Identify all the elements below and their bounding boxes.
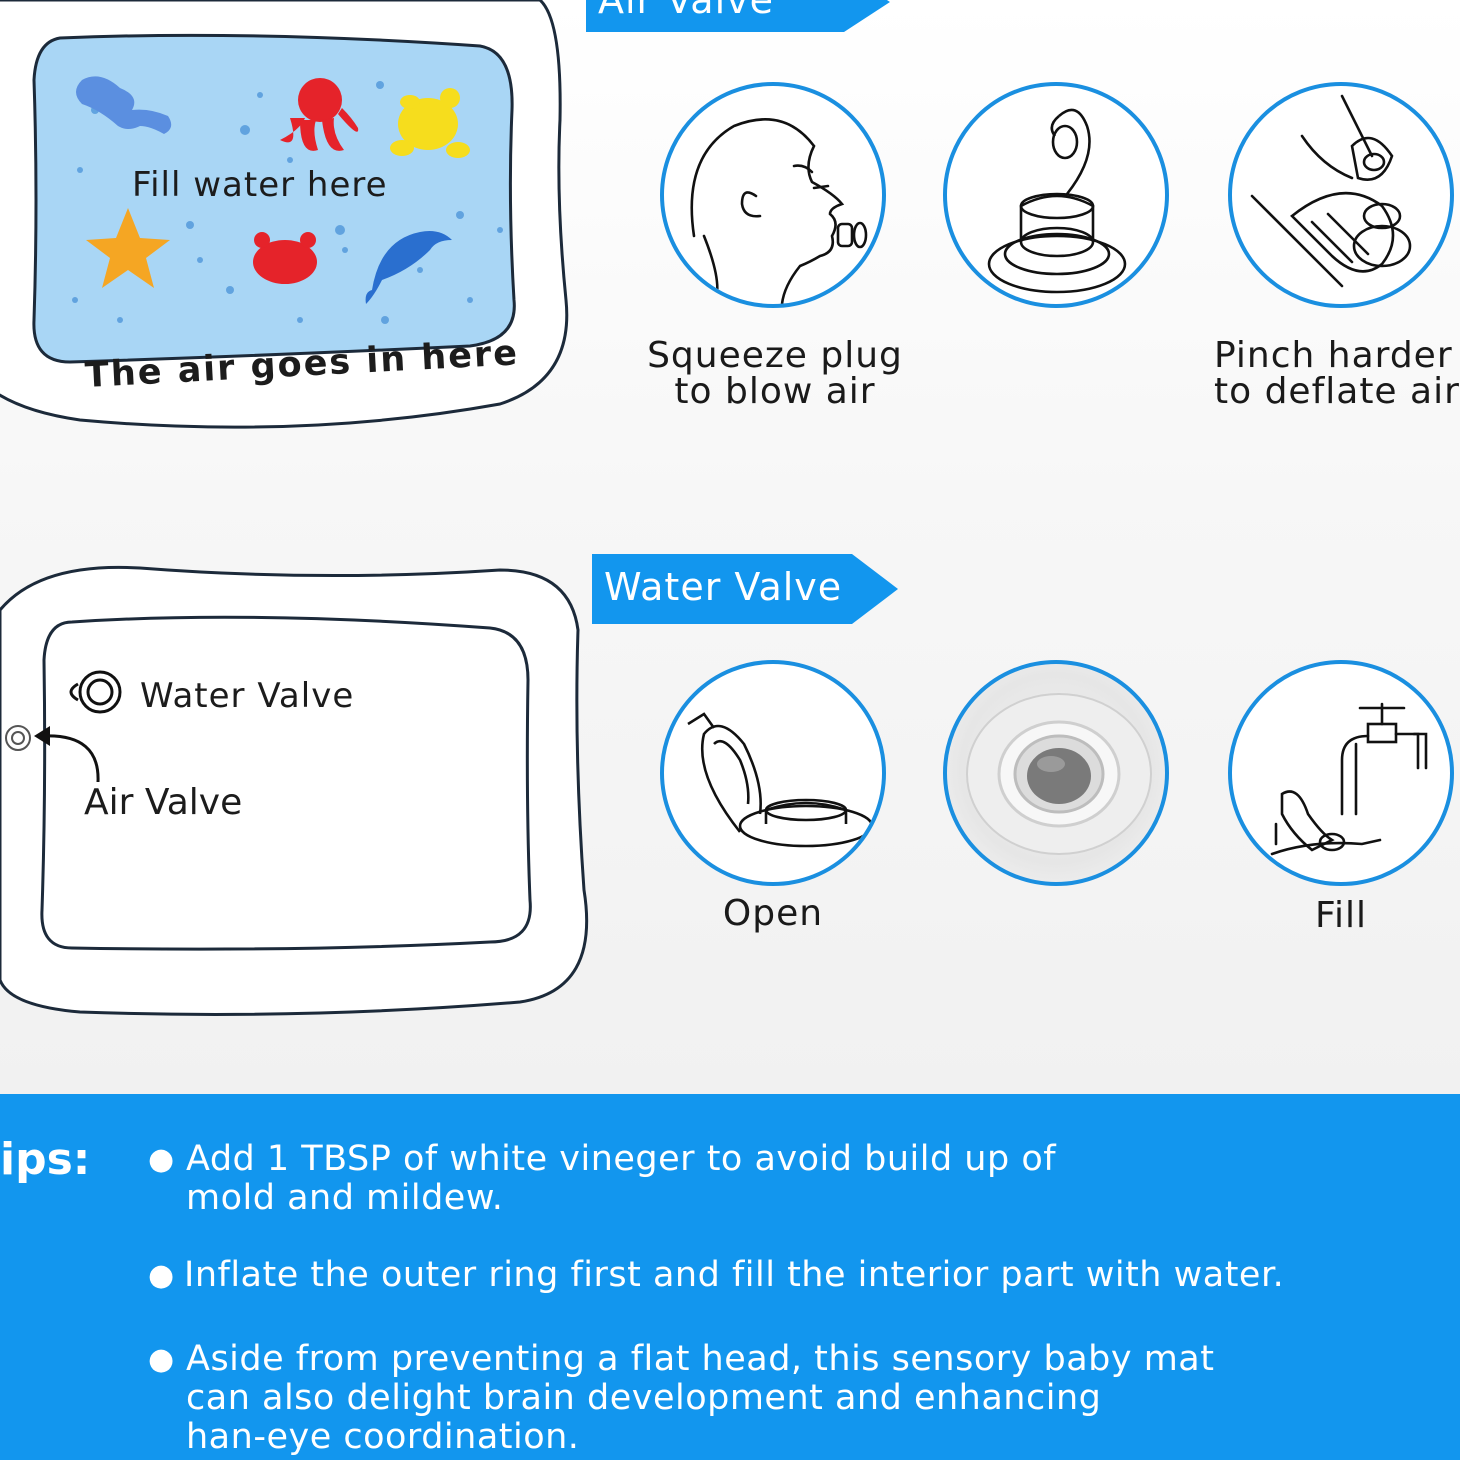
tip-text: Add 1 TBSP of white vineger to avoid bui… [186,1139,1057,1218]
faucet-fill-icon [1270,702,1428,856]
air-valve-banner: Air Valve [586,0,890,32]
bullet-icon: ● [148,1258,175,1293]
air-step-3-caption: Pinch harder to deflate air [1214,335,1460,412]
starfish-icon [86,208,170,288]
fill-water-label: Fill water here [132,165,388,205]
air-step-1-caption: Squeeze plug to blow air [647,335,903,412]
pinch-valve-icon [1250,94,1412,288]
air-step-3-circle [1228,82,1454,308]
water-valve-banner: Water Valve [592,554,898,624]
air-valve-icon [5,725,31,751]
octopus-icon [280,78,359,151]
instructions-area: Fill water here The air goes in here Air… [0,0,1460,1094]
air-step-1-circle [660,82,886,308]
crab-icon [253,232,317,284]
water-step-3-circle [1228,660,1454,886]
water-step-1-circle [660,660,886,886]
water-mat-outline [0,565,589,1016]
tips-title: ips: [0,1134,91,1185]
water-valve-icon [69,670,122,714]
arrow-icon [43,734,100,783]
tip-text: Aside from preventing a flat head, this … [186,1339,1215,1457]
water-step-2-circle [943,660,1169,886]
valve-photo-icon [966,693,1152,855]
tip-text: Inflate the outer ring first and fill th… [184,1255,1285,1295]
seahorse-icon [76,76,172,134]
water-mat-illustration [0,0,569,429]
water-valve-label: Water Valve [140,676,355,716]
bullet-icon: ● [148,1342,175,1377]
water-step-3-caption: Fill [1314,895,1368,936]
dolphin-icon [365,231,452,304]
bullet-icon: ● [148,1142,175,1177]
air-plug-icon [987,108,1127,294]
turtle-icon [390,88,470,158]
water-step-1-caption: Open [722,893,824,934]
open-cap-icon [687,712,874,848]
tips-panel: ips: ● Add 1 TBSP of white vineger to av… [0,1094,1460,1460]
air-step-2-circle [943,82,1169,308]
blow-air-icon [690,118,868,304]
air-valve-label: Air Valve [84,782,243,823]
